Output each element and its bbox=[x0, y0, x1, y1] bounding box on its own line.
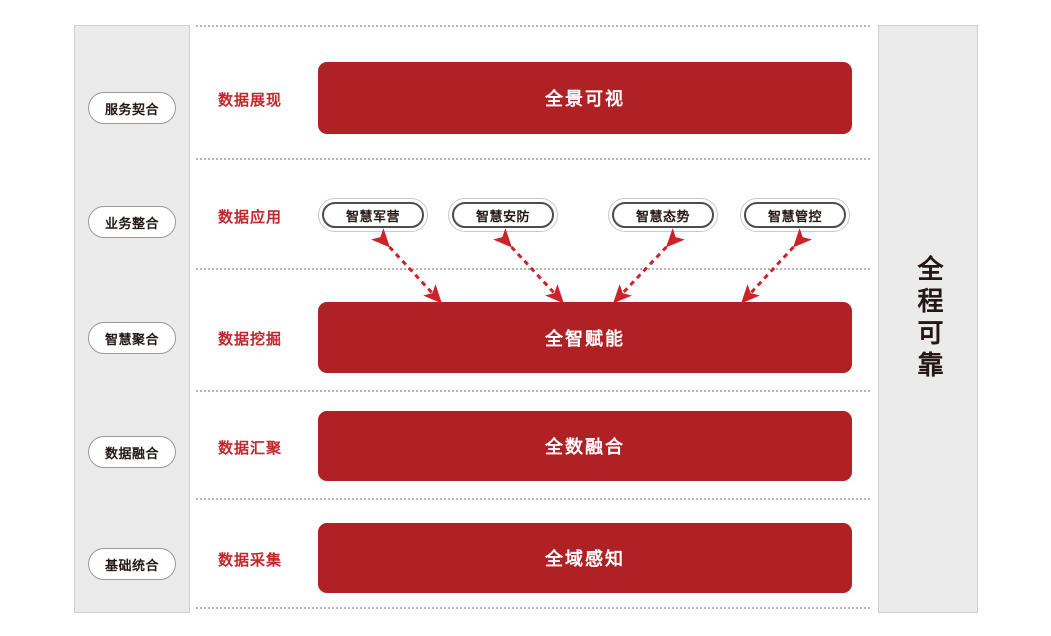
row-label-data-application: 数据应用 bbox=[218, 209, 283, 226]
red-bar-label: 全景可视 bbox=[545, 89, 625, 109]
app-pill-smart-situation[interactable]: 智慧态势 bbox=[608, 198, 718, 232]
left-pill-label: 智慧聚合 bbox=[104, 331, 159, 347]
left-pill-label: 服务契合 bbox=[104, 101, 159, 117]
left-pill-label: 数据融合 bbox=[104, 445, 159, 461]
app-pill-label: 智慧安防 bbox=[475, 208, 530, 224]
right-panel-label: 全程可靠 bbox=[913, 255, 944, 383]
app-pill-label: 智慧管控 bbox=[767, 208, 822, 224]
row-divider-3 bbox=[196, 390, 870, 392]
app-pill-inner-ring: 智慧管控 bbox=[744, 202, 846, 228]
left-pill-service-fit[interactable]: 服务契合 bbox=[88, 92, 176, 124]
app-pill-inner-ring: 智慧军营 bbox=[322, 202, 424, 228]
red-bar-full-domain-sensing[interactable]: 全域感知 bbox=[318, 523, 852, 593]
left-pill-data-fusion[interactable]: 数据融合 bbox=[88, 436, 176, 468]
red-bar-label: 全智赋能 bbox=[545, 328, 625, 349]
left-pill-smart-aggregation[interactable]: 智慧聚合 bbox=[88, 322, 176, 354]
row-label-data-collection: 数据采集 bbox=[218, 552, 283, 569]
red-bar-full-intelligence[interactable]: 全智赋能 bbox=[318, 302, 852, 373]
row-label-data-presentation: 数据展现 bbox=[218, 92, 283, 109]
red-bar-label: 全数融合 bbox=[545, 437, 625, 457]
row-divider-2 bbox=[196, 268, 870, 270]
app-pill-inner-ring: 智慧态势 bbox=[612, 202, 714, 228]
app-pill-smart-security[interactable]: 智慧安防 bbox=[448, 198, 558, 232]
left-pill-label: 基础统合 bbox=[104, 557, 159, 573]
left-pill-label: 业务整合 bbox=[104, 215, 159, 231]
left-capability-panel: 服务契合 业务整合 智慧聚合 数据融合 基础统合 bbox=[74, 25, 190, 613]
app-pill-smart-barracks[interactable]: 智慧军营 bbox=[318, 198, 428, 232]
red-bar-panoramic-visibility[interactable]: 全景可视 bbox=[318, 62, 852, 134]
left-pill-business-integration[interactable]: 业务整合 bbox=[88, 206, 176, 238]
row-label-data-mining: 数据挖掘 bbox=[218, 331, 283, 348]
app-pill-label: 智慧态势 bbox=[635, 208, 690, 224]
row-divider-1 bbox=[196, 158, 870, 160]
app-pill-label: 智慧军营 bbox=[345, 208, 400, 224]
right-reliability-panel: 全程可靠 bbox=[878, 25, 978, 613]
layer-stage: 数据展现 数据应用 数据挖掘 数据汇聚 数据采集 全景可视 全智赋能 全数融合 … bbox=[196, 0, 876, 636]
row-label-data-convergence: 数据汇聚 bbox=[218, 440, 283, 457]
red-bar-label: 全域感知 bbox=[545, 549, 625, 569]
row-divider-bottom bbox=[196, 607, 870, 609]
left-pill-foundation-unification[interactable]: 基础统合 bbox=[88, 548, 176, 580]
red-bar-full-data-fusion[interactable]: 全数融合 bbox=[318, 411, 852, 481]
app-pill-inner-ring: 智慧安防 bbox=[452, 202, 554, 228]
app-pill-smart-control[interactable]: 智慧管控 bbox=[740, 198, 850, 232]
row-divider-top bbox=[196, 25, 870, 27]
row-divider-4 bbox=[196, 498, 870, 500]
